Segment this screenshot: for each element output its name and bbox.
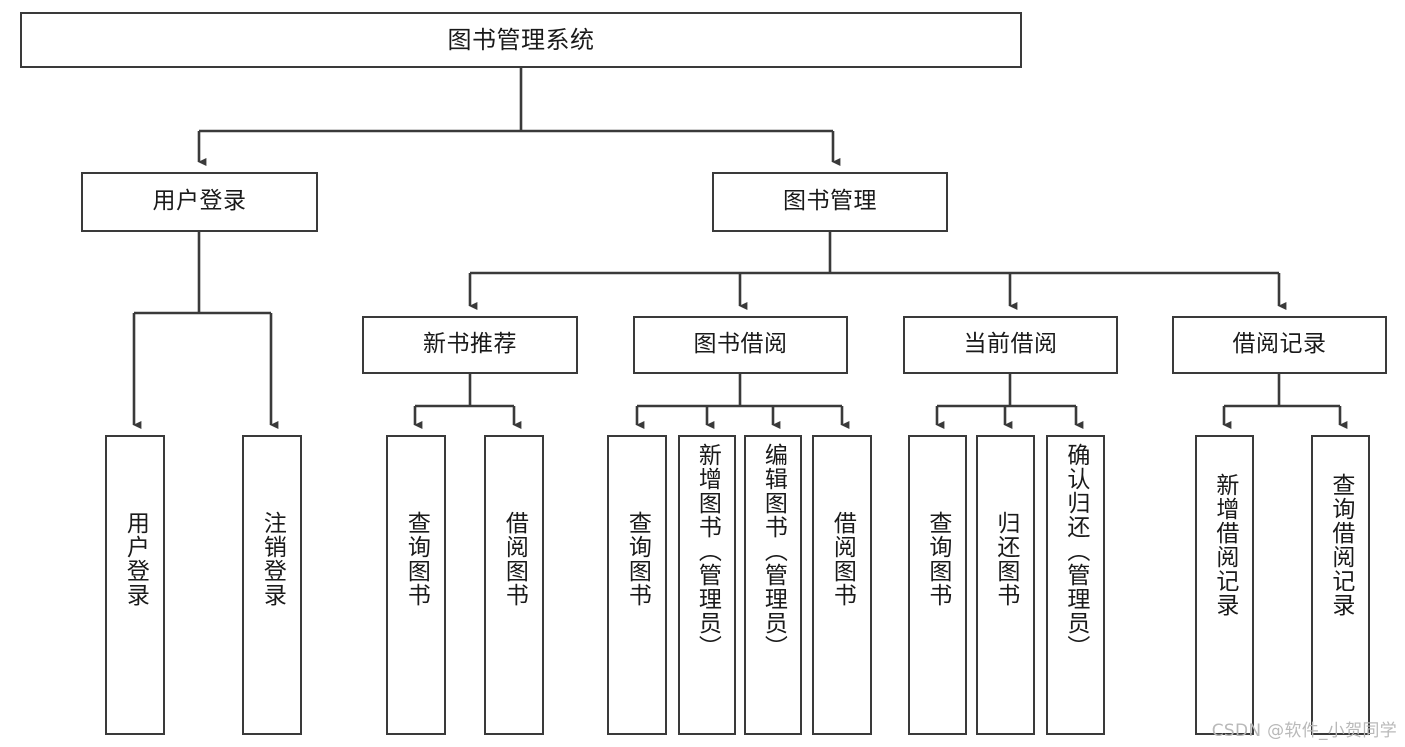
- leaf-logout-login[interactable]: 注销登录: [242, 435, 302, 735]
- leaf-add-borrow-record[interactable]: 新增借阅记录: [1195, 435, 1254, 735]
- node-label: 当前借阅: [963, 331, 1058, 358]
- node-label: 编辑图书（管理员）: [760, 443, 787, 659]
- watermark-text: CSDN @软件_小贺同学: [1211, 721, 1397, 741]
- node-user-login[interactable]: 用户登录: [81, 172, 318, 232]
- node-current-borrow[interactable]: 当前借阅: [903, 316, 1118, 374]
- node-label: 查询图书: [624, 511, 651, 607]
- node-label: 新增借阅记录: [1211, 473, 1238, 617]
- node-borrow-record[interactable]: 借阅记录: [1172, 316, 1387, 374]
- node-label: 归还图书: [992, 511, 1019, 607]
- leaf-query-book-borrow[interactable]: 查询图书: [607, 435, 667, 735]
- leaf-add-book[interactable]: 新增图书（管理员）: [678, 435, 736, 735]
- leaf-borrow-book[interactable]: 借阅图书: [812, 435, 872, 735]
- node-root-system[interactable]: 图书管理系统: [20, 12, 1022, 68]
- node-label: 新增图书（管理员）: [694, 443, 721, 659]
- node-book-borrow[interactable]: 图书借阅: [633, 316, 848, 374]
- node-label: 确认归还（管理员）: [1062, 443, 1089, 659]
- leaf-query-borrow-record[interactable]: 查询借阅记录: [1311, 435, 1370, 735]
- node-label: 查询图书: [403, 511, 430, 607]
- node-new-book-recommend[interactable]: 新书推荐: [362, 316, 578, 374]
- node-label: 借阅图书: [501, 511, 528, 607]
- node-label: 借阅图书: [829, 511, 856, 607]
- node-label: 借阅记录: [1232, 331, 1327, 358]
- node-label: 查询借阅记录: [1327, 473, 1354, 617]
- node-label: 图书管理系统: [447, 25, 595, 54]
- leaf-borrow-book-recommend[interactable]: 借阅图书: [484, 435, 544, 735]
- node-label: 新书推荐: [423, 331, 517, 358]
- node-book-management[interactable]: 图书管理: [712, 172, 948, 232]
- node-label: 注销登录: [259, 511, 286, 607]
- leaf-query-book-current[interactable]: 查询图书: [908, 435, 967, 735]
- leaf-edit-book[interactable]: 编辑图书（管理员）: [744, 435, 802, 735]
- leaf-confirm-return[interactable]: 确认归还（管理员）: [1046, 435, 1105, 735]
- leaf-query-book-recommend[interactable]: 查询图书: [386, 435, 446, 735]
- node-label: 用户登录: [122, 511, 149, 607]
- node-label: 图书管理: [783, 188, 877, 215]
- leaf-user-login[interactable]: 用户登录: [105, 435, 165, 735]
- node-label: 查询图书: [924, 511, 951, 607]
- node-label: 用户登录: [152, 188, 247, 215]
- node-label: 图书借阅: [693, 331, 788, 358]
- leaf-return-book[interactable]: 归还图书: [976, 435, 1035, 735]
